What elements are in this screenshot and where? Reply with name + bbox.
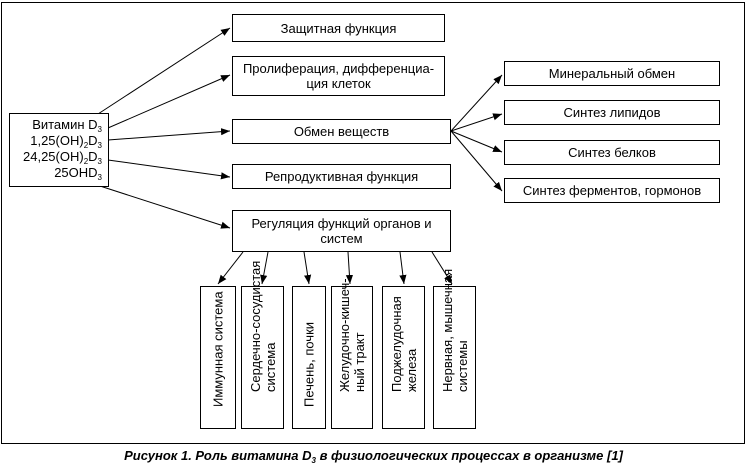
vitamin-line-1: Витамин D3 (32, 117, 102, 134)
vitamin-line-4: 25OHD3 (54, 165, 102, 182)
arrow-to-protective (97, 27, 231, 115)
arrow-to-enzymes (450, 130, 503, 192)
arrow-to-liver (303, 251, 312, 285)
enzyme-synthesis-box: Синтез ферментов, гормонов (504, 178, 720, 203)
arrow-to-nervous (431, 251, 453, 285)
arrow-to-pancreas (399, 251, 407, 285)
vitamin-d-box: Витамин D3 1,25(OH)2D3 24,25(OH)2D3 25OH… (9, 113, 109, 187)
mineral-metabolism-box: Минеральный обмен (504, 61, 720, 86)
arrow-to-gi (345, 251, 354, 285)
vitamin-line-2: 1,25(OH)2D3 (30, 133, 102, 150)
protein-synthesis-box: Синтез белков (504, 140, 720, 165)
protective-function-box: Защитная функция (232, 14, 445, 42)
arrow-to-reproductive (107, 159, 231, 180)
arrow-to-mineral (450, 74, 503, 132)
gi-tract-box: Желудочно-кишеч-ный тракт (331, 278, 373, 429)
reproductive-function-box: Репродуктивная функция (232, 164, 451, 189)
regulation-box: Регуляция функций органов и систем (232, 210, 451, 252)
arrow-to-lipids (450, 113, 503, 132)
vitamin-line-3: 24,25(OH)2D3 (23, 149, 102, 166)
liver-kidneys-box: Печень, почки (292, 286, 326, 429)
arrow-to-regulation (99, 185, 231, 229)
arrow-to-proliferation (107, 74, 231, 129)
diagram-frame (1, 2, 745, 444)
metabolism-box: Обмен веществ (232, 119, 451, 144)
figure-caption: Рисунок 1. Роль витамина D3 в физиологич… (124, 448, 623, 465)
arrow-to-proteins (450, 130, 503, 153)
proliferation-box: Пролиферация, дифференциа-ция клеток (232, 56, 445, 96)
arrow-to-immune (217, 251, 244, 285)
arrow-to-metabolism (107, 128, 231, 141)
immune-system-box: Иммунная система (200, 286, 236, 429)
lipid-synthesis-box: Синтез липидов (504, 100, 720, 125)
arrow-to-cardio (260, 251, 269, 285)
